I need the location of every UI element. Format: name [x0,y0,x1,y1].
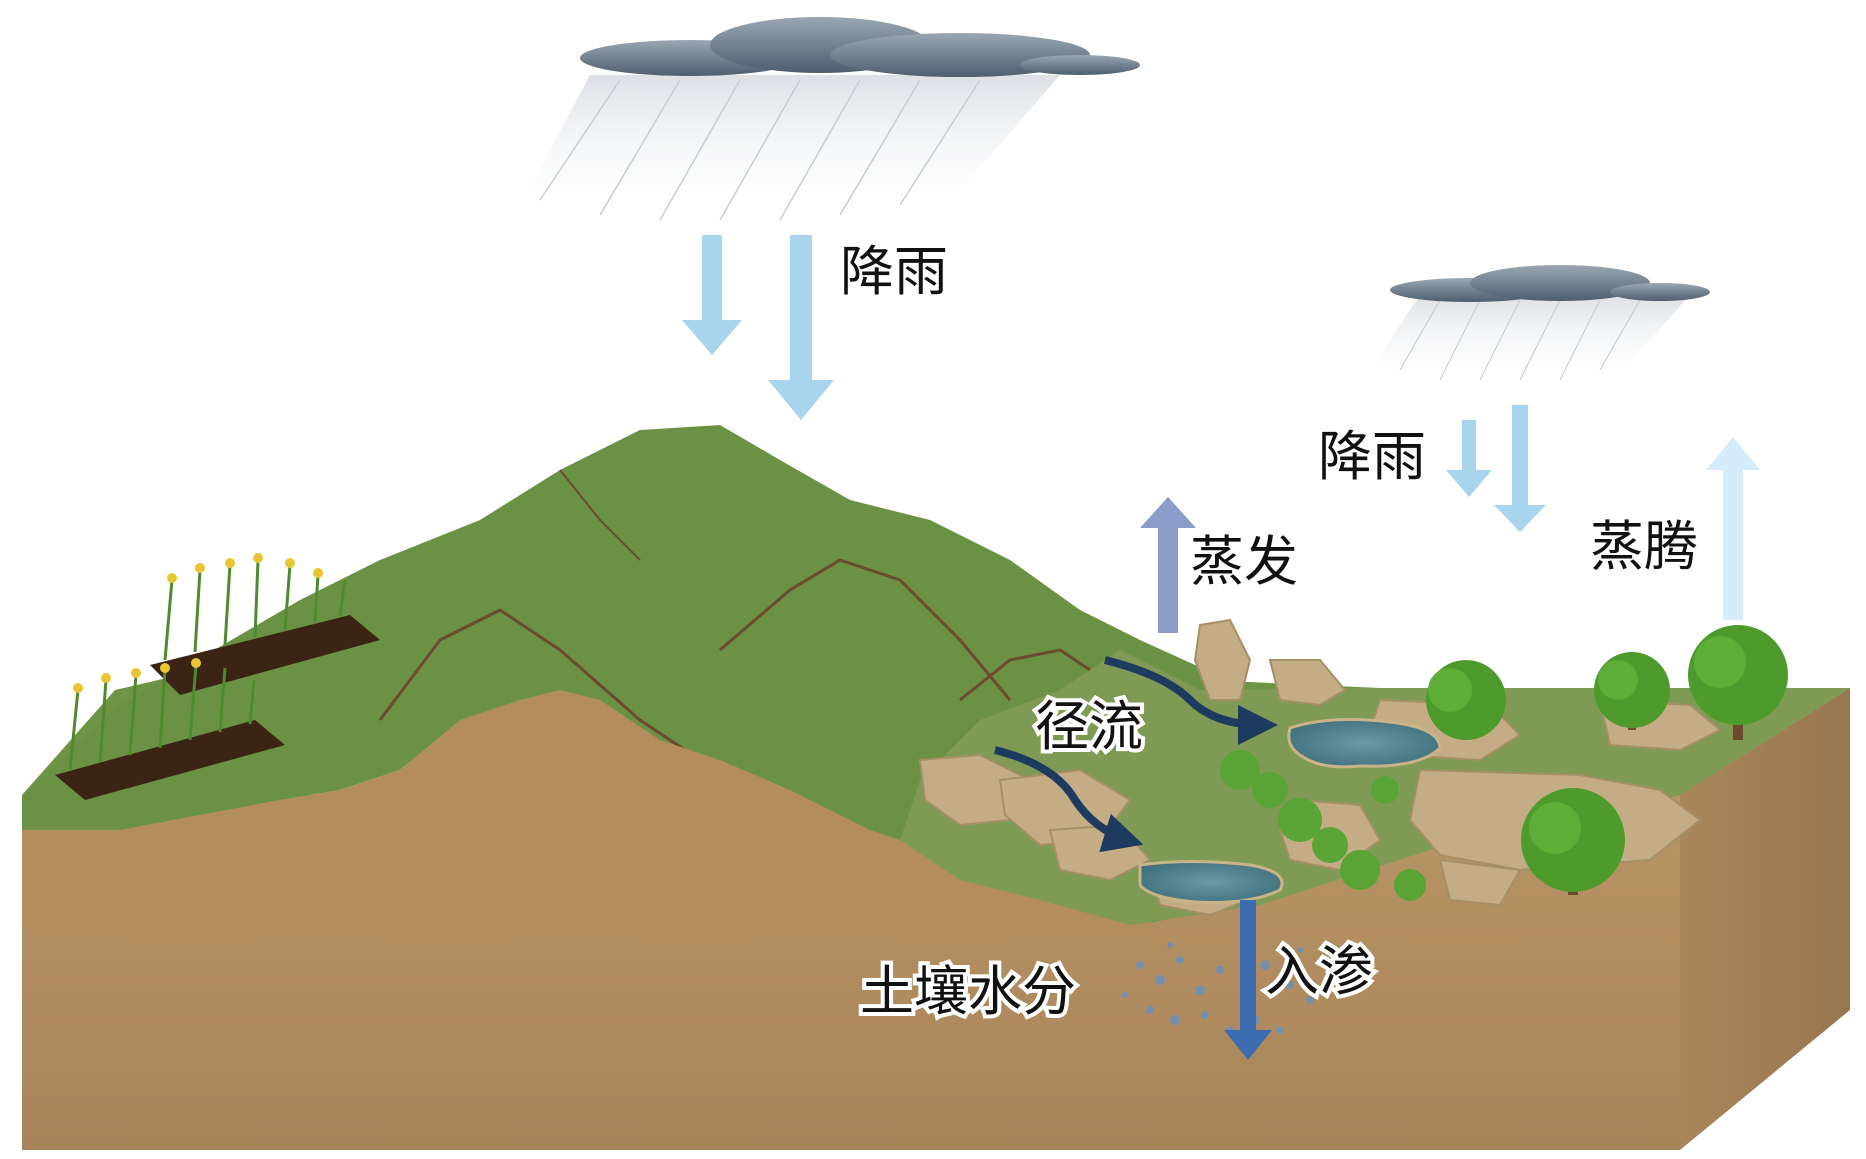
tassel [101,673,111,683]
tassel [73,683,83,693]
cloud-main [510,17,1140,225]
crop-bed [55,720,285,800]
tree [1594,652,1670,730]
transpiration-arrow [1706,437,1760,620]
tree [1688,625,1788,740]
shrub [1371,776,1399,804]
cloud-right [1360,265,1710,385]
shrub [1220,750,1260,790]
crop-stalk [68,664,256,771]
plain-area [900,618,1850,925]
rain-arrow-right [1446,405,1546,532]
rain-arrow [682,235,742,355]
ridge-line [559,469,641,561]
shrub [1252,772,1288,808]
crop-stalk [163,559,347,661]
tassel [225,558,235,568]
tassel [285,558,295,568]
pond [1287,718,1442,769]
rock [1438,858,1522,907]
infiltration-arrow [1224,900,1272,1060]
label-rain-main: 降雨 [840,240,948,303]
crop-plants [68,559,347,771]
shrub [1312,827,1348,863]
tassel [167,573,177,583]
rain-arrow [768,235,834,420]
tassel [195,563,205,573]
shrubs [1220,750,1426,901]
shrub [1340,850,1380,890]
tassel [191,658,201,668]
rock [1193,618,1252,701]
rain-streaks [510,75,1060,225]
label-rain-right: 降雨 [1318,425,1426,488]
rock [1268,659,1347,707]
runoff-arrow [1104,656,1278,745]
rain-arrow-main [682,235,834,420]
evaporation-arrow [1140,497,1196,633]
crop-field [55,553,380,800]
trees [1426,625,1788,895]
rain-arrow [1446,420,1492,497]
tree [1521,788,1625,895]
rain-streaks [1360,295,1690,385]
tree [1426,660,1506,740]
crop-bed [150,615,380,695]
label-infiltration: 入渗 [1265,940,1373,1003]
runoff-arrow [994,746,1144,853]
shrub [1394,869,1426,901]
ridge-line [378,608,701,762]
tassel [160,663,170,673]
tassel [131,668,141,678]
label-soil-moisture: 土壤水分 [860,960,1076,1023]
tassel [253,553,263,563]
crop-tassels [73,553,323,693]
soil-side-face [1680,688,1850,1150]
tassel [313,568,323,578]
rain-arrow [1494,405,1546,532]
ridge-line [719,558,1012,701]
pond [1138,860,1284,904]
label-transpiration: 蒸腾 [1590,515,1698,578]
shrub [1278,798,1322,842]
soil-cut-edge [22,690,1150,930]
label-runoff: 径流 [1035,695,1143,758]
label-evaporation: 蒸发 [1190,530,1298,593]
